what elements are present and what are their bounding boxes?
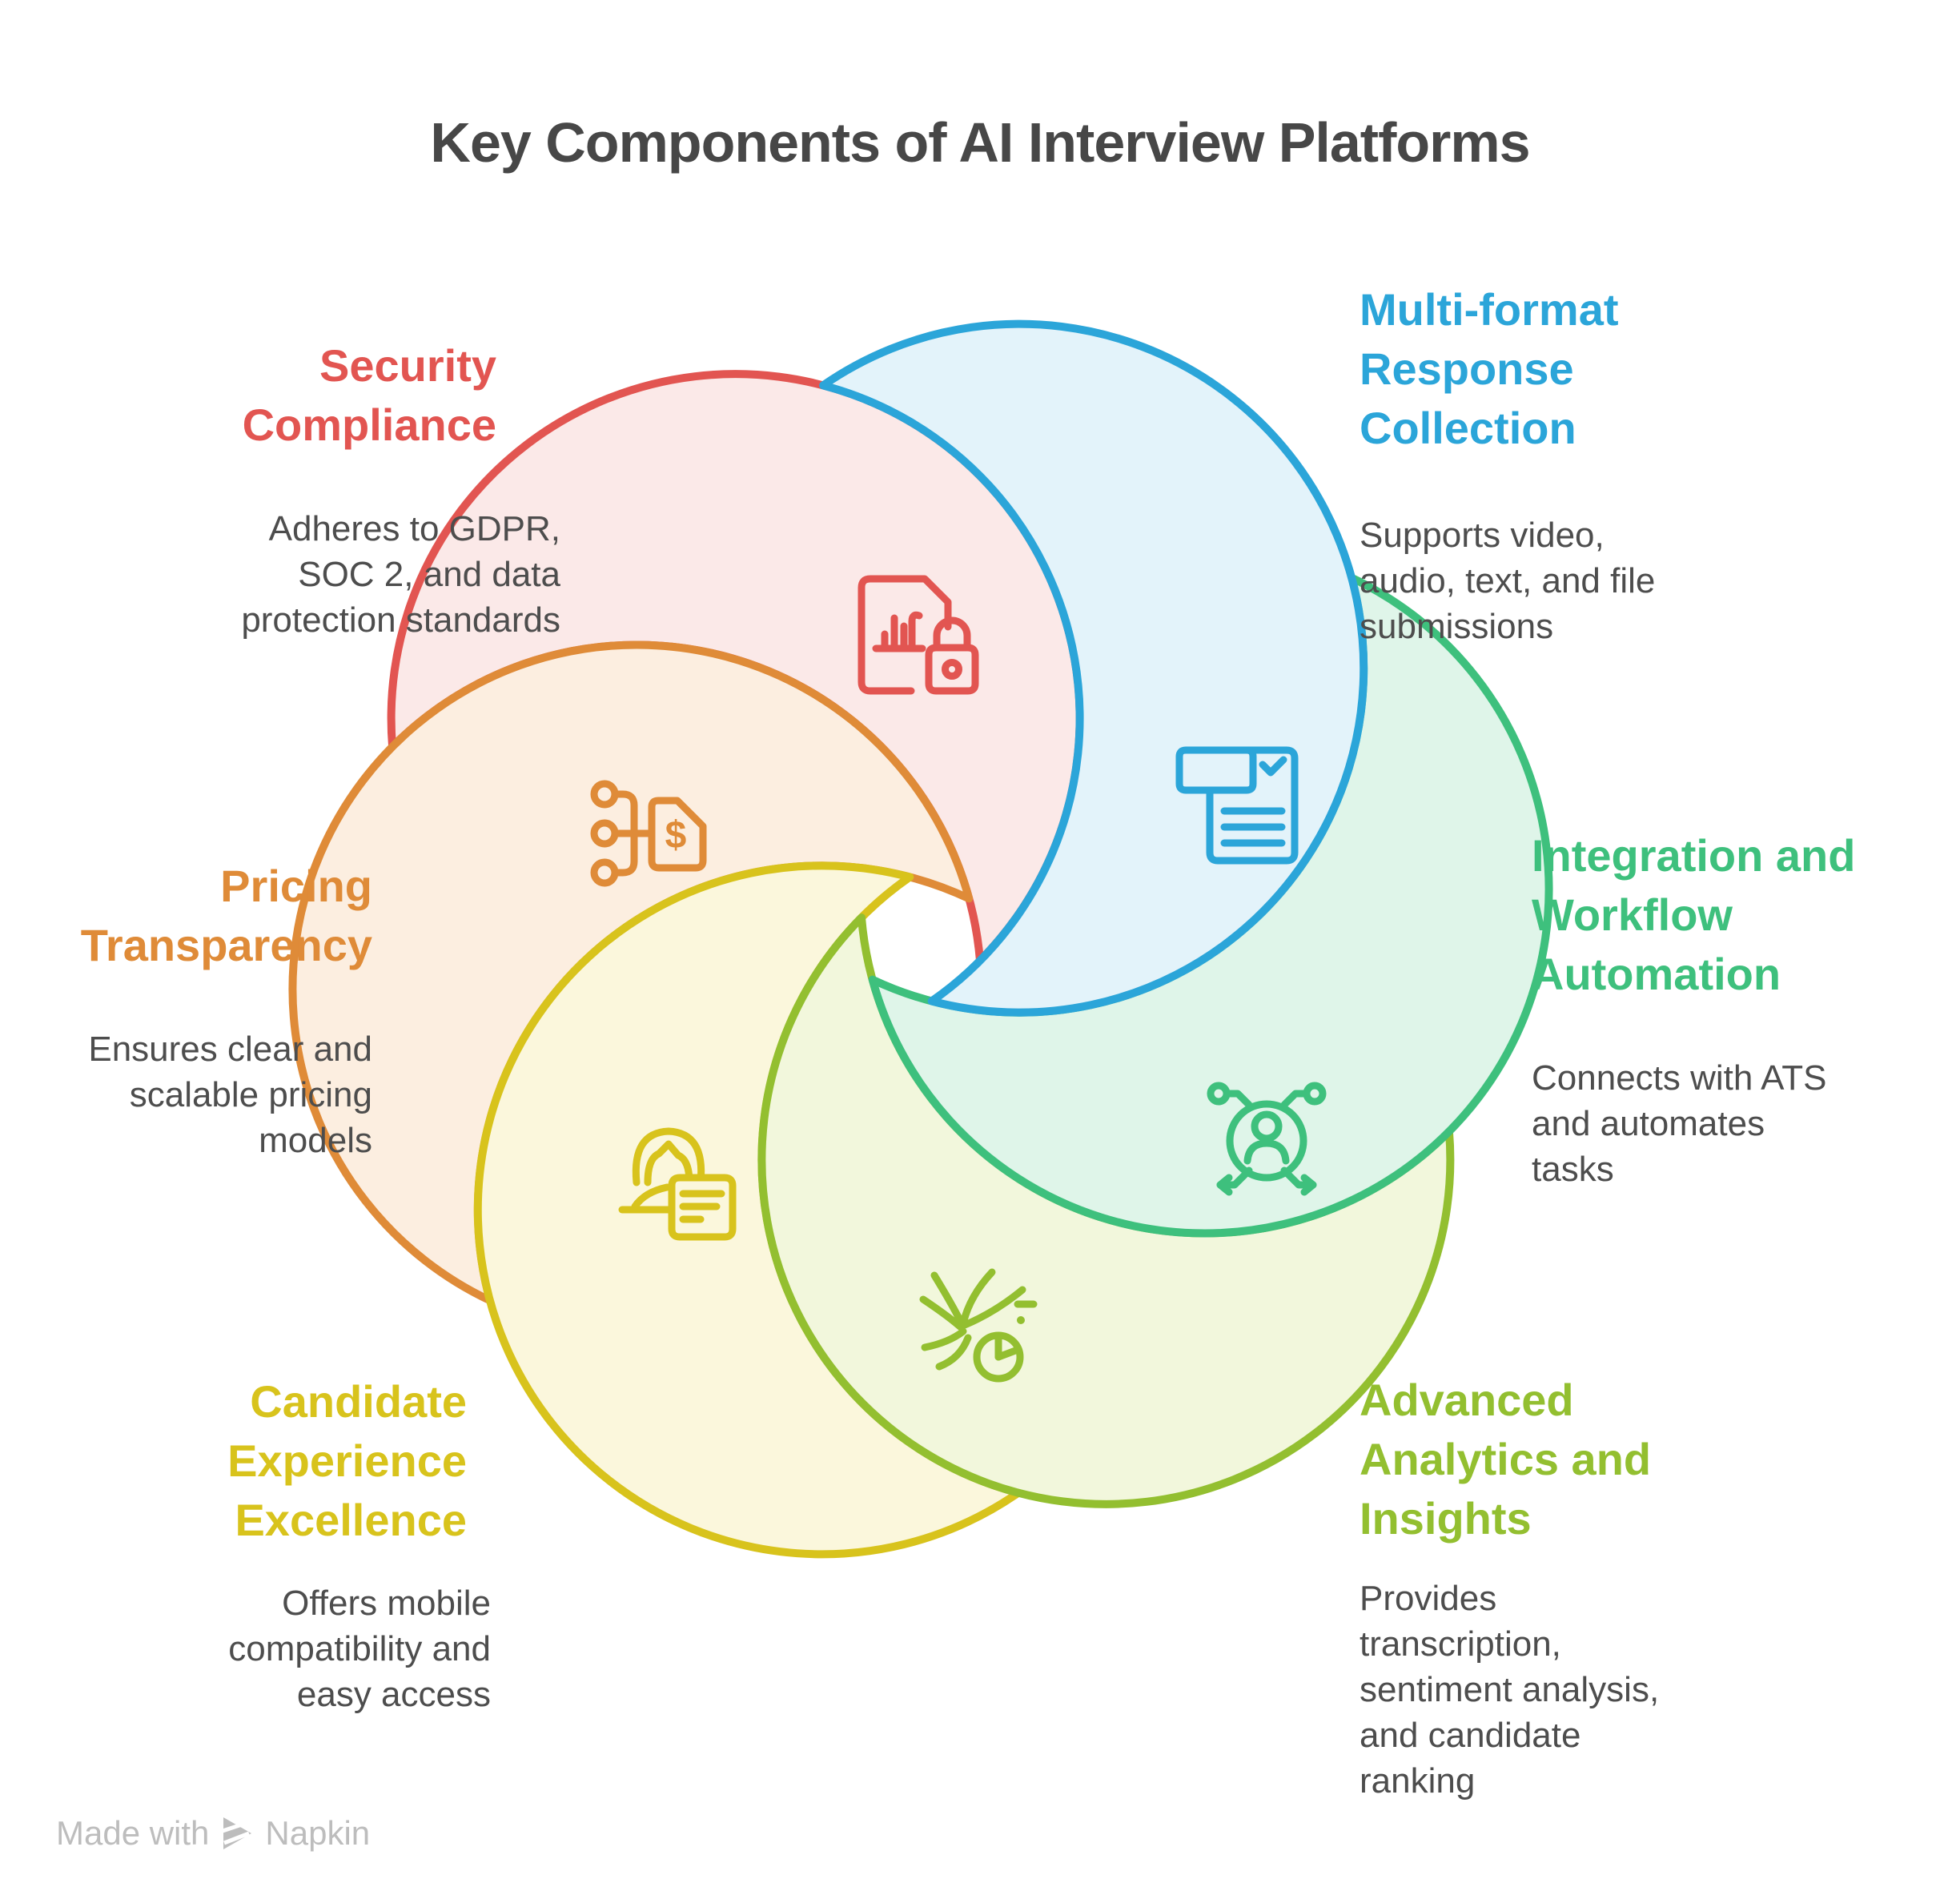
waves-pie-icon: [919, 1268, 1038, 1383]
page-title: Key Components of AI Interview Platforms: [430, 111, 1530, 174]
napkin-logo-icon: [219, 1817, 252, 1849]
person-network-icon: [1207, 1082, 1327, 1196]
svg-text:$: $: [665, 814, 687, 857]
footer-made-with-label: Made with: [56, 1814, 210, 1852]
section-analytics-title: Advanced Analytics and Insights: [1360, 1375, 1652, 1544]
section-candidate-desc: Offers mobile compatibility and easy acc…: [228, 1584, 491, 1714]
section-pricing: Pricing Transparency Ensures clear and s…: [81, 842, 372, 1178]
section-pricing-desc: Ensures clear and scalable pricing model…: [88, 1030, 372, 1160]
section-candidate: Candidate Experience Excellence Offers m…: [227, 1358, 491, 1732]
person-document-icon: [618, 1127, 737, 1241]
section-multiformat: Multi-format Response Collection Support…: [1360, 266, 1655, 664]
form-check-icon: [1175, 746, 1299, 865]
document-lock-icon: [858, 575, 979, 695]
section-security-title: Security Compliance: [242, 340, 496, 450]
section-analytics-desc: Provides transcription, sentiment analys…: [1360, 1579, 1660, 1801]
footer: Made with Napkin: [56, 1814, 370, 1853]
price-structure-icon: $: [590, 780, 707, 887]
section-analytics: Advanced Analytics and Insights Provides…: [1360, 1356, 1659, 1818]
section-multiformat-desc: Supports video, audio, text, and file su…: [1360, 516, 1656, 646]
section-integration-desc: Connects with ATS and automates tasks: [1532, 1058, 1827, 1189]
section-security: Security Compliance Adheres to GDPR, SOC…: [241, 322, 560, 657]
section-integration-title: Integration and Workflow Automation: [1532, 830, 1856, 999]
section-candidate-title: Candidate Experience Excellence: [227, 1376, 467, 1545]
section-integration: Integration and Workflow Automation Conn…: [1532, 812, 1855, 1206]
section-security-desc: Adheres to GDPR, SOC 2, and data protect…: [241, 509, 560, 640]
footer-brand-label: Napkin: [265, 1814, 371, 1852]
section-multiformat-title: Multi-format Response Collection: [1360, 284, 1619, 453]
section-pricing-title: Pricing Transparency: [80, 861, 372, 970]
